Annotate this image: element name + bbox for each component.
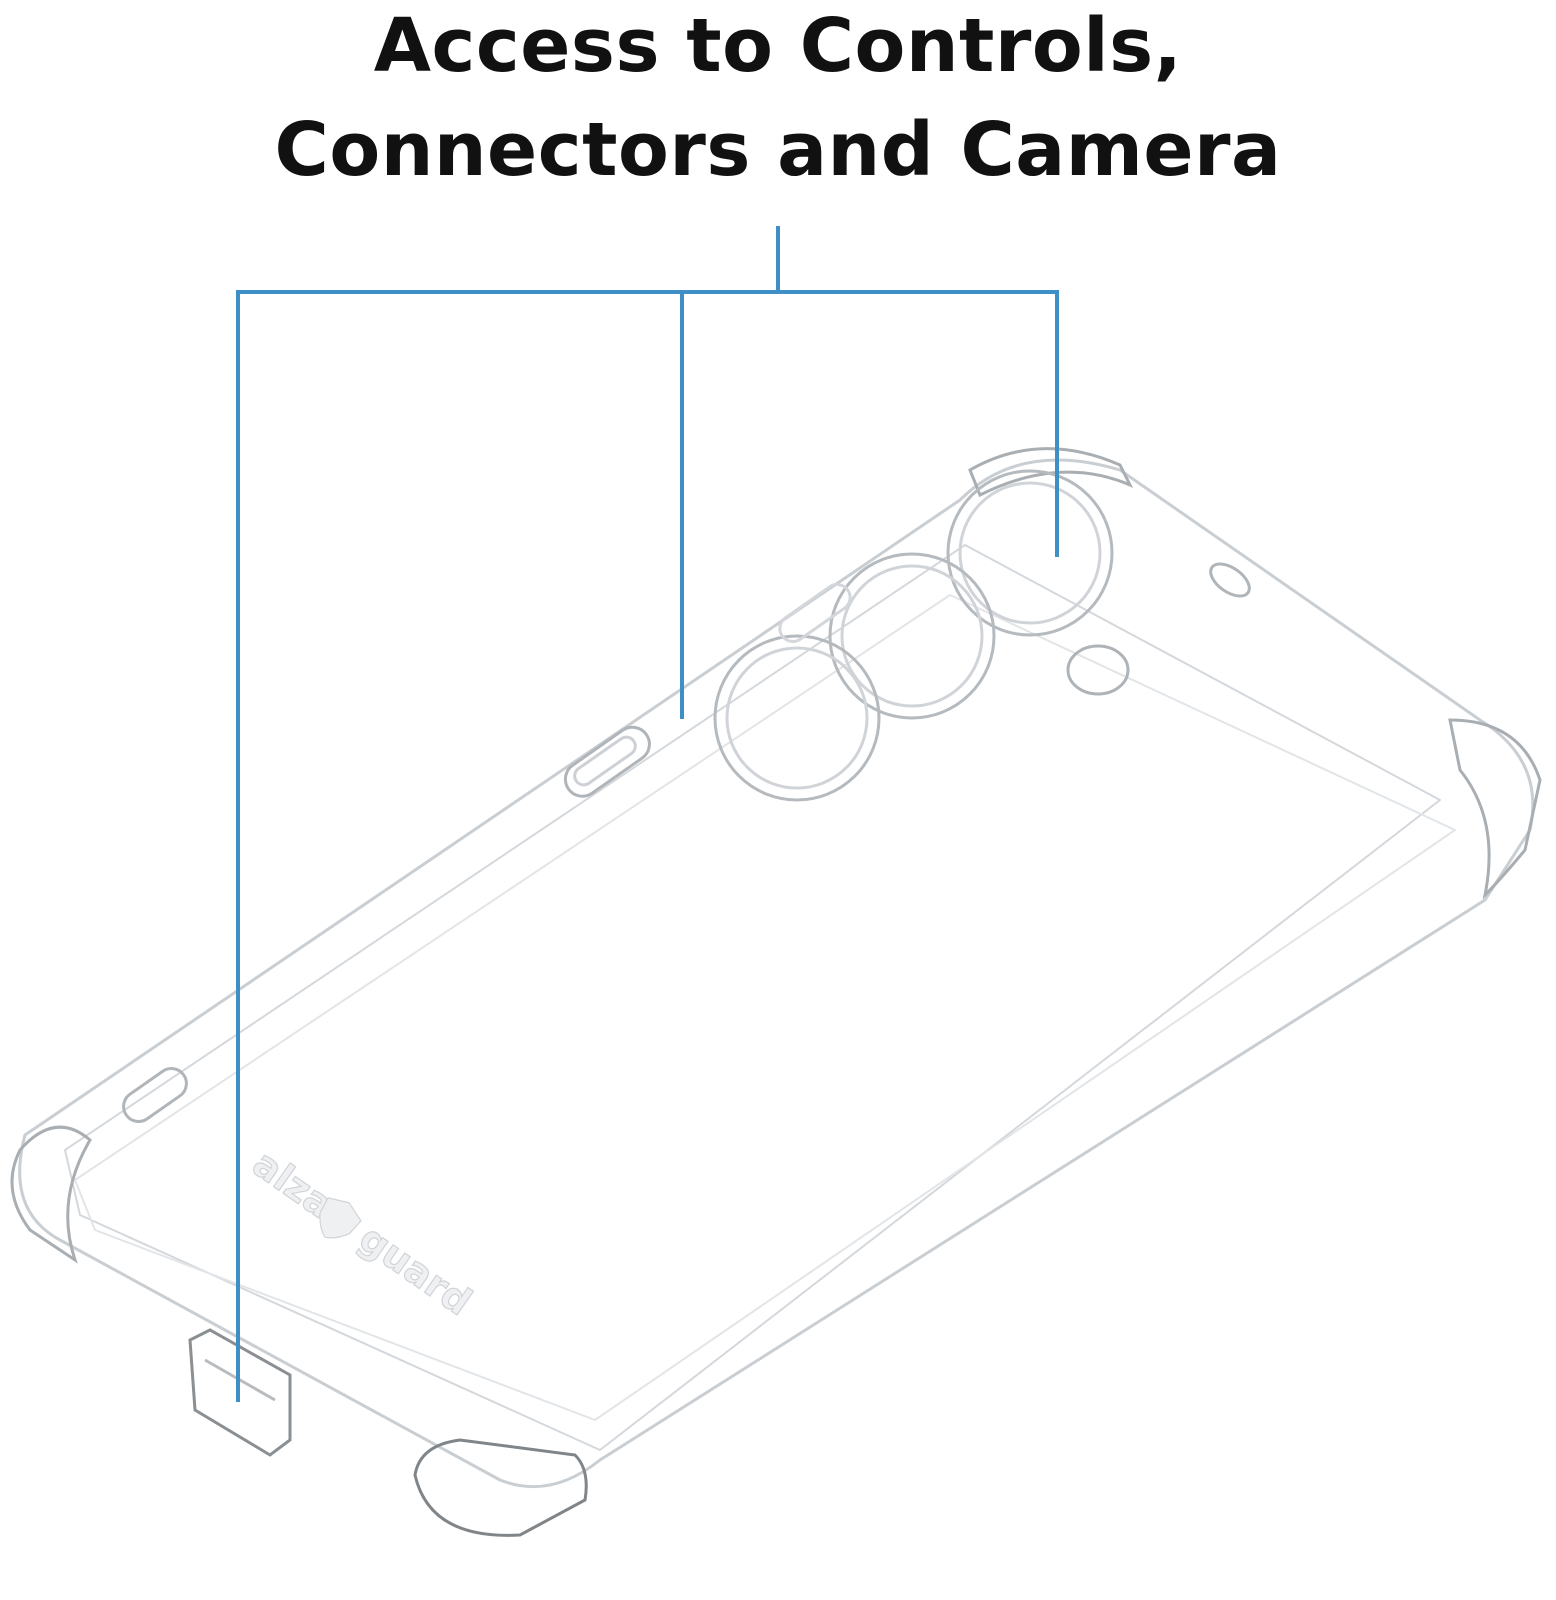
shield-icon xyxy=(319,1197,362,1239)
bumper-bottom-left xyxy=(10,1125,92,1264)
camera-cutout xyxy=(713,469,1130,802)
corner-bumpers xyxy=(10,447,1542,1537)
headline: Access to Controls, Connectors and Camer… xyxy=(0,0,1556,202)
side-button-cutouts xyxy=(122,562,1251,1123)
bumper-bottom-front xyxy=(413,1438,588,1537)
callout-lines xyxy=(236,226,1059,1402)
headline-line-1: Access to Controls, xyxy=(373,3,1183,89)
brand-word-2: guard xyxy=(351,1216,479,1324)
headline-line-2: Connectors and Camera xyxy=(274,107,1282,193)
case-shell xyxy=(18,458,1535,1489)
bumper-top-right xyxy=(1448,718,1542,900)
bumper-top-left xyxy=(968,447,1134,498)
